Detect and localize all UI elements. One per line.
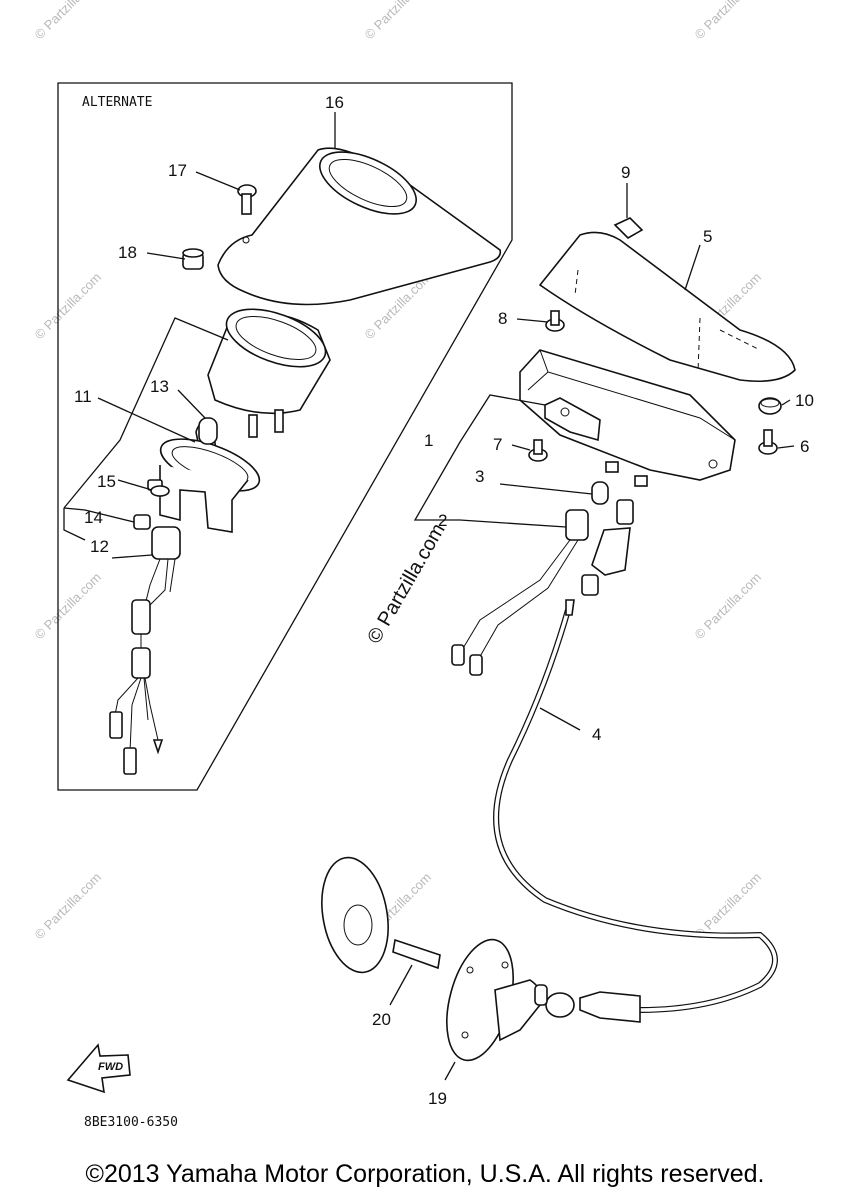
gear-unit-19: [446, 938, 548, 1062]
watermark: © Partzilla.com: [32, 870, 105, 943]
watermark: © Partzilla.com: [692, 570, 765, 643]
fwd-arrow-icon: FWD: [66, 1043, 131, 1094]
part-label-12: 12: [90, 537, 109, 556]
part-label-3: 3: [475, 467, 484, 486]
part-label-6: 6: [800, 437, 809, 456]
part-label-15: 15: [97, 472, 116, 491]
clip-9: [613, 217, 644, 239]
bulb-13: [198, 417, 218, 445]
part-label-19: 19: [428, 1089, 447, 1108]
watermark: © Partzilla.com: [32, 0, 105, 42]
part-label-13: 13: [150, 377, 169, 396]
part-label-11: 11: [74, 387, 92, 406]
meter-body-alt: [195, 308, 331, 453]
screw-8: [545, 310, 565, 332]
part-label-9: 9: [621, 163, 630, 182]
cable-end-top: [581, 499, 634, 596]
grommet-18: [182, 248, 204, 270]
part-label-18: 18: [118, 243, 137, 262]
part-label-20: 20: [372, 1010, 391, 1029]
washer-15: [150, 485, 170, 497]
bulb-3: [591, 481, 609, 505]
meter-cover-5: [538, 231, 796, 383]
speedometer-cable-4: [493, 599, 778, 1023]
watermark: © Partzilla.com: [32, 570, 105, 643]
copyright-notice: ©2013 Yamaha Motor Corporation, U.S.A. A…: [85, 1160, 765, 1188]
screw-6: [758, 429, 778, 455]
screw-7: [528, 439, 548, 462]
alternate-label: ALTERNATE: [82, 95, 152, 110]
watermark: © Partzilla.com: [362, 0, 435, 42]
watermark: © Partzilla.com: [692, 870, 765, 943]
fwd-label: FWD: [98, 1061, 123, 1073]
part-label-16: 16: [325, 93, 344, 112]
meter-assembly-1: [519, 349, 736, 487]
screw-17: [237, 184, 257, 215]
watermark: © Partzilla.com: [32, 270, 105, 343]
part-label-2: 2: [438, 511, 447, 530]
part-label-14: 14: [84, 508, 103, 527]
nut-10: [758, 397, 782, 415]
part-label-10: 10: [795, 391, 814, 410]
meter-visor-alt: [217, 147, 502, 306]
part-label-5: 5: [703, 227, 712, 246]
shaft-20: [321, 856, 441, 974]
part-label-1: 1: [424, 431, 433, 450]
socket-2: [451, 509, 589, 676]
part-label-17: 17: [168, 161, 187, 180]
leader-group-alt: [63, 317, 229, 541]
alternate-box: ALTERNATE: [57, 82, 513, 791]
leader-group-main: [413, 394, 546, 521]
center-watermark: © Partzilla.com: [363, 520, 449, 648]
part-label-4: 4: [592, 725, 601, 744]
diagram-code: 8BE3100-6350: [84, 1115, 178, 1130]
part-label-8: 8: [498, 309, 507, 328]
part-labels: 16 17 18 13 11 15 14 12 9 5 8 10 6 7 1 3…: [74, 93, 814, 1108]
watermark: © Partzilla.com: [692, 0, 765, 42]
nut-14: [133, 514, 151, 530]
part-label-7: 7: [493, 435, 502, 454]
socket-12: [109, 526, 181, 775]
